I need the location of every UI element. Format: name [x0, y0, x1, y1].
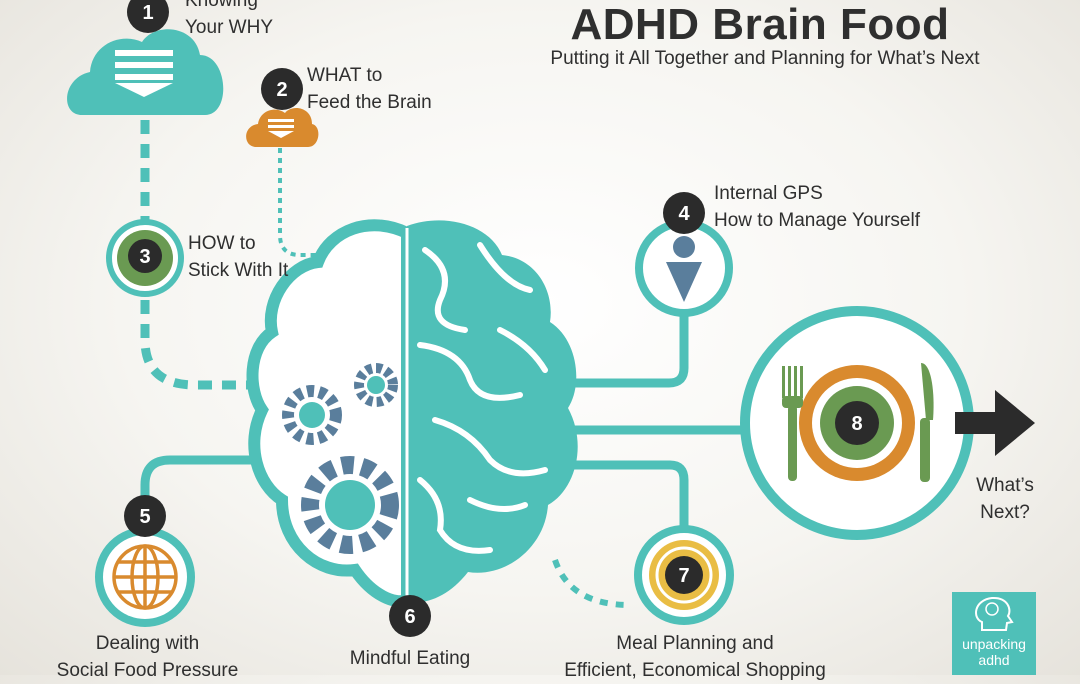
knife-icon [920, 363, 934, 482]
connector-7-brain [540, 460, 689, 535]
svg-text:7: 7 [678, 565, 689, 587]
person-icon [635, 219, 733, 317]
svg-text:1: 1 [142, 2, 153, 24]
connector-4-brain [570, 312, 689, 388]
step-6-badge: 6 [389, 595, 431, 637]
connector-2-brain [278, 148, 318, 257]
brain-folds [417, 242, 548, 554]
step-8-badge: 8 [835, 401, 879, 445]
cloud-download-icon [67, 29, 224, 116]
brain-icon [246, 219, 578, 608]
logo-line-1: unpacking [962, 636, 1026, 652]
step-1-badge: 1 [127, 0, 169, 33]
page-title: ADHD Brain Food [570, 0, 950, 49]
connector-5-brain [140, 455, 290, 500]
fork-icon [782, 366, 803, 481]
page-subtitle: Putting it All Together and Planning for… [550, 48, 980, 69]
globe-icon [95, 527, 195, 627]
svg-text:3: 3 [139, 246, 150, 268]
step-2-badge: 2 [261, 68, 303, 110]
svg-text:8: 8 [851, 413, 862, 435]
connector-lines [140, 120, 745, 608]
brain-right-half [407, 220, 578, 603]
unpacking-adhd-logo: unpacking adhd [952, 592, 1036, 675]
step-6-label: Mindful Eating [349, 648, 471, 669]
step-5-badge: 5 [124, 495, 166, 537]
step-3-badge: 3 [128, 239, 162, 273]
svg-text:2: 2 [276, 79, 287, 101]
arrow-right-icon [955, 390, 1035, 456]
step-7-badge: 7 [665, 556, 703, 594]
connector-3-brain [140, 300, 255, 390]
connector-brain-7 [552, 558, 631, 608]
svg-text:6: 6 [404, 606, 415, 628]
logo-line-2: adhd [978, 652, 1010, 668]
head-icon [975, 596, 1014, 631]
svg-text:5: 5 [139, 506, 150, 528]
step-4-badge: 4 [663, 192, 705, 234]
small-cloud-download-icon [246, 108, 319, 147]
svg-text:4: 4 [678, 203, 690, 225]
step-number-badges: 1 2 3 4 5 6 7 8 [124, 0, 879, 637]
gear-icon [282, 363, 399, 554]
